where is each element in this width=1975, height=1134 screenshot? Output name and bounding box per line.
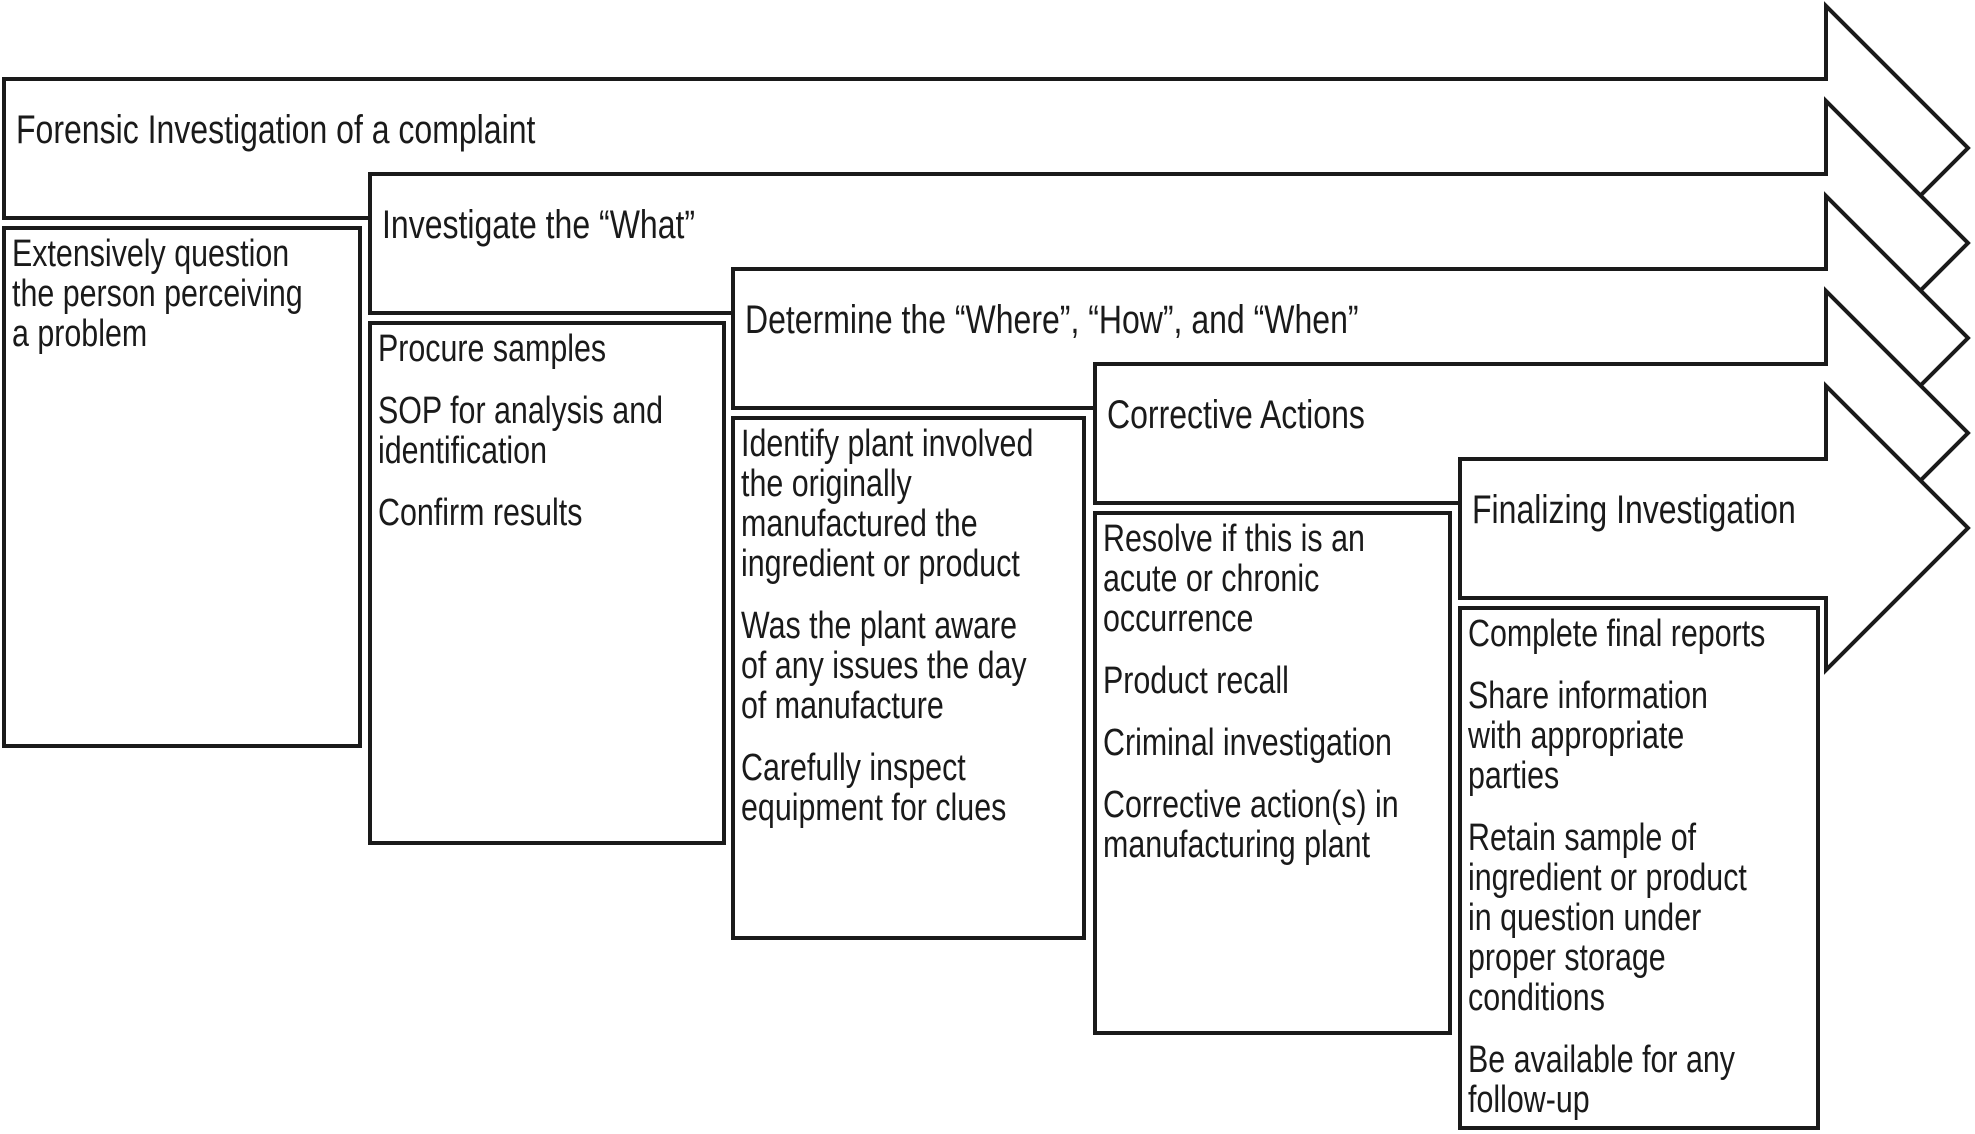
step-5-detail-text: Complete final reports Share information… [1468,614,1820,1120]
detail-paragraph: Complete final reports [1468,613,1766,655]
step-3-label: Determine the “Where”, “How”, and “When” [745,298,1359,342]
detail-paragraph: Extensively question the person perceivi… [12,233,303,355]
step-2-detail-box [368,321,726,845]
step-5-label: Finalizing Investigation [1472,488,1796,532]
step-1-detail-text: Extensively question the person perceivi… [12,234,364,354]
detail-paragraph: Criminal investigation [1103,722,1392,764]
step-2-label: Investigate the “What” [382,203,696,247]
detail-paragraph: Resolve if this is an acute or chronic o… [1103,518,1365,640]
detail-paragraph: Retain sample of ingredient or product i… [1468,817,1747,1019]
step-4-detail-box [1093,511,1452,1035]
detail-paragraph: Carefully inspect equipment for clues [741,747,1007,829]
step-5-arrow-shape [1458,381,1971,675]
step-4-detail-text: Resolve if this is an acute or chronic o… [1103,519,1455,865]
step-1-detail-box [2,226,362,748]
detail-paragraph: Procure samples [378,328,607,370]
detail-paragraph: Confirm results [378,492,583,534]
step-3-detail-box [731,416,1086,940]
detail-paragraph: SOP for analysis and identification [378,390,664,472]
detail-paragraph: Be available for any follow-up [1468,1039,1736,1121]
detail-paragraph: Identify plant involved the originally m… [741,423,1034,585]
detail-paragraph: Corrective action(s) in manufacturing pl… [1103,784,1399,866]
step-4-label: Corrective Actions [1107,393,1365,437]
step-2-detail-text: Procure samples SOP for analysis and ide… [378,329,730,533]
detail-paragraph: Product recall [1103,660,1289,702]
step-3-detail-text: Identify plant involved the originally m… [741,424,1093,828]
detail-paragraph: Was the plant aware of any issues the da… [741,605,1027,727]
step-5-detail-box [1458,606,1820,1130]
step-1-label: Forensic Investigation of a complaint [16,108,536,152]
detail-paragraph: Share information with appropriate parti… [1468,675,1708,797]
